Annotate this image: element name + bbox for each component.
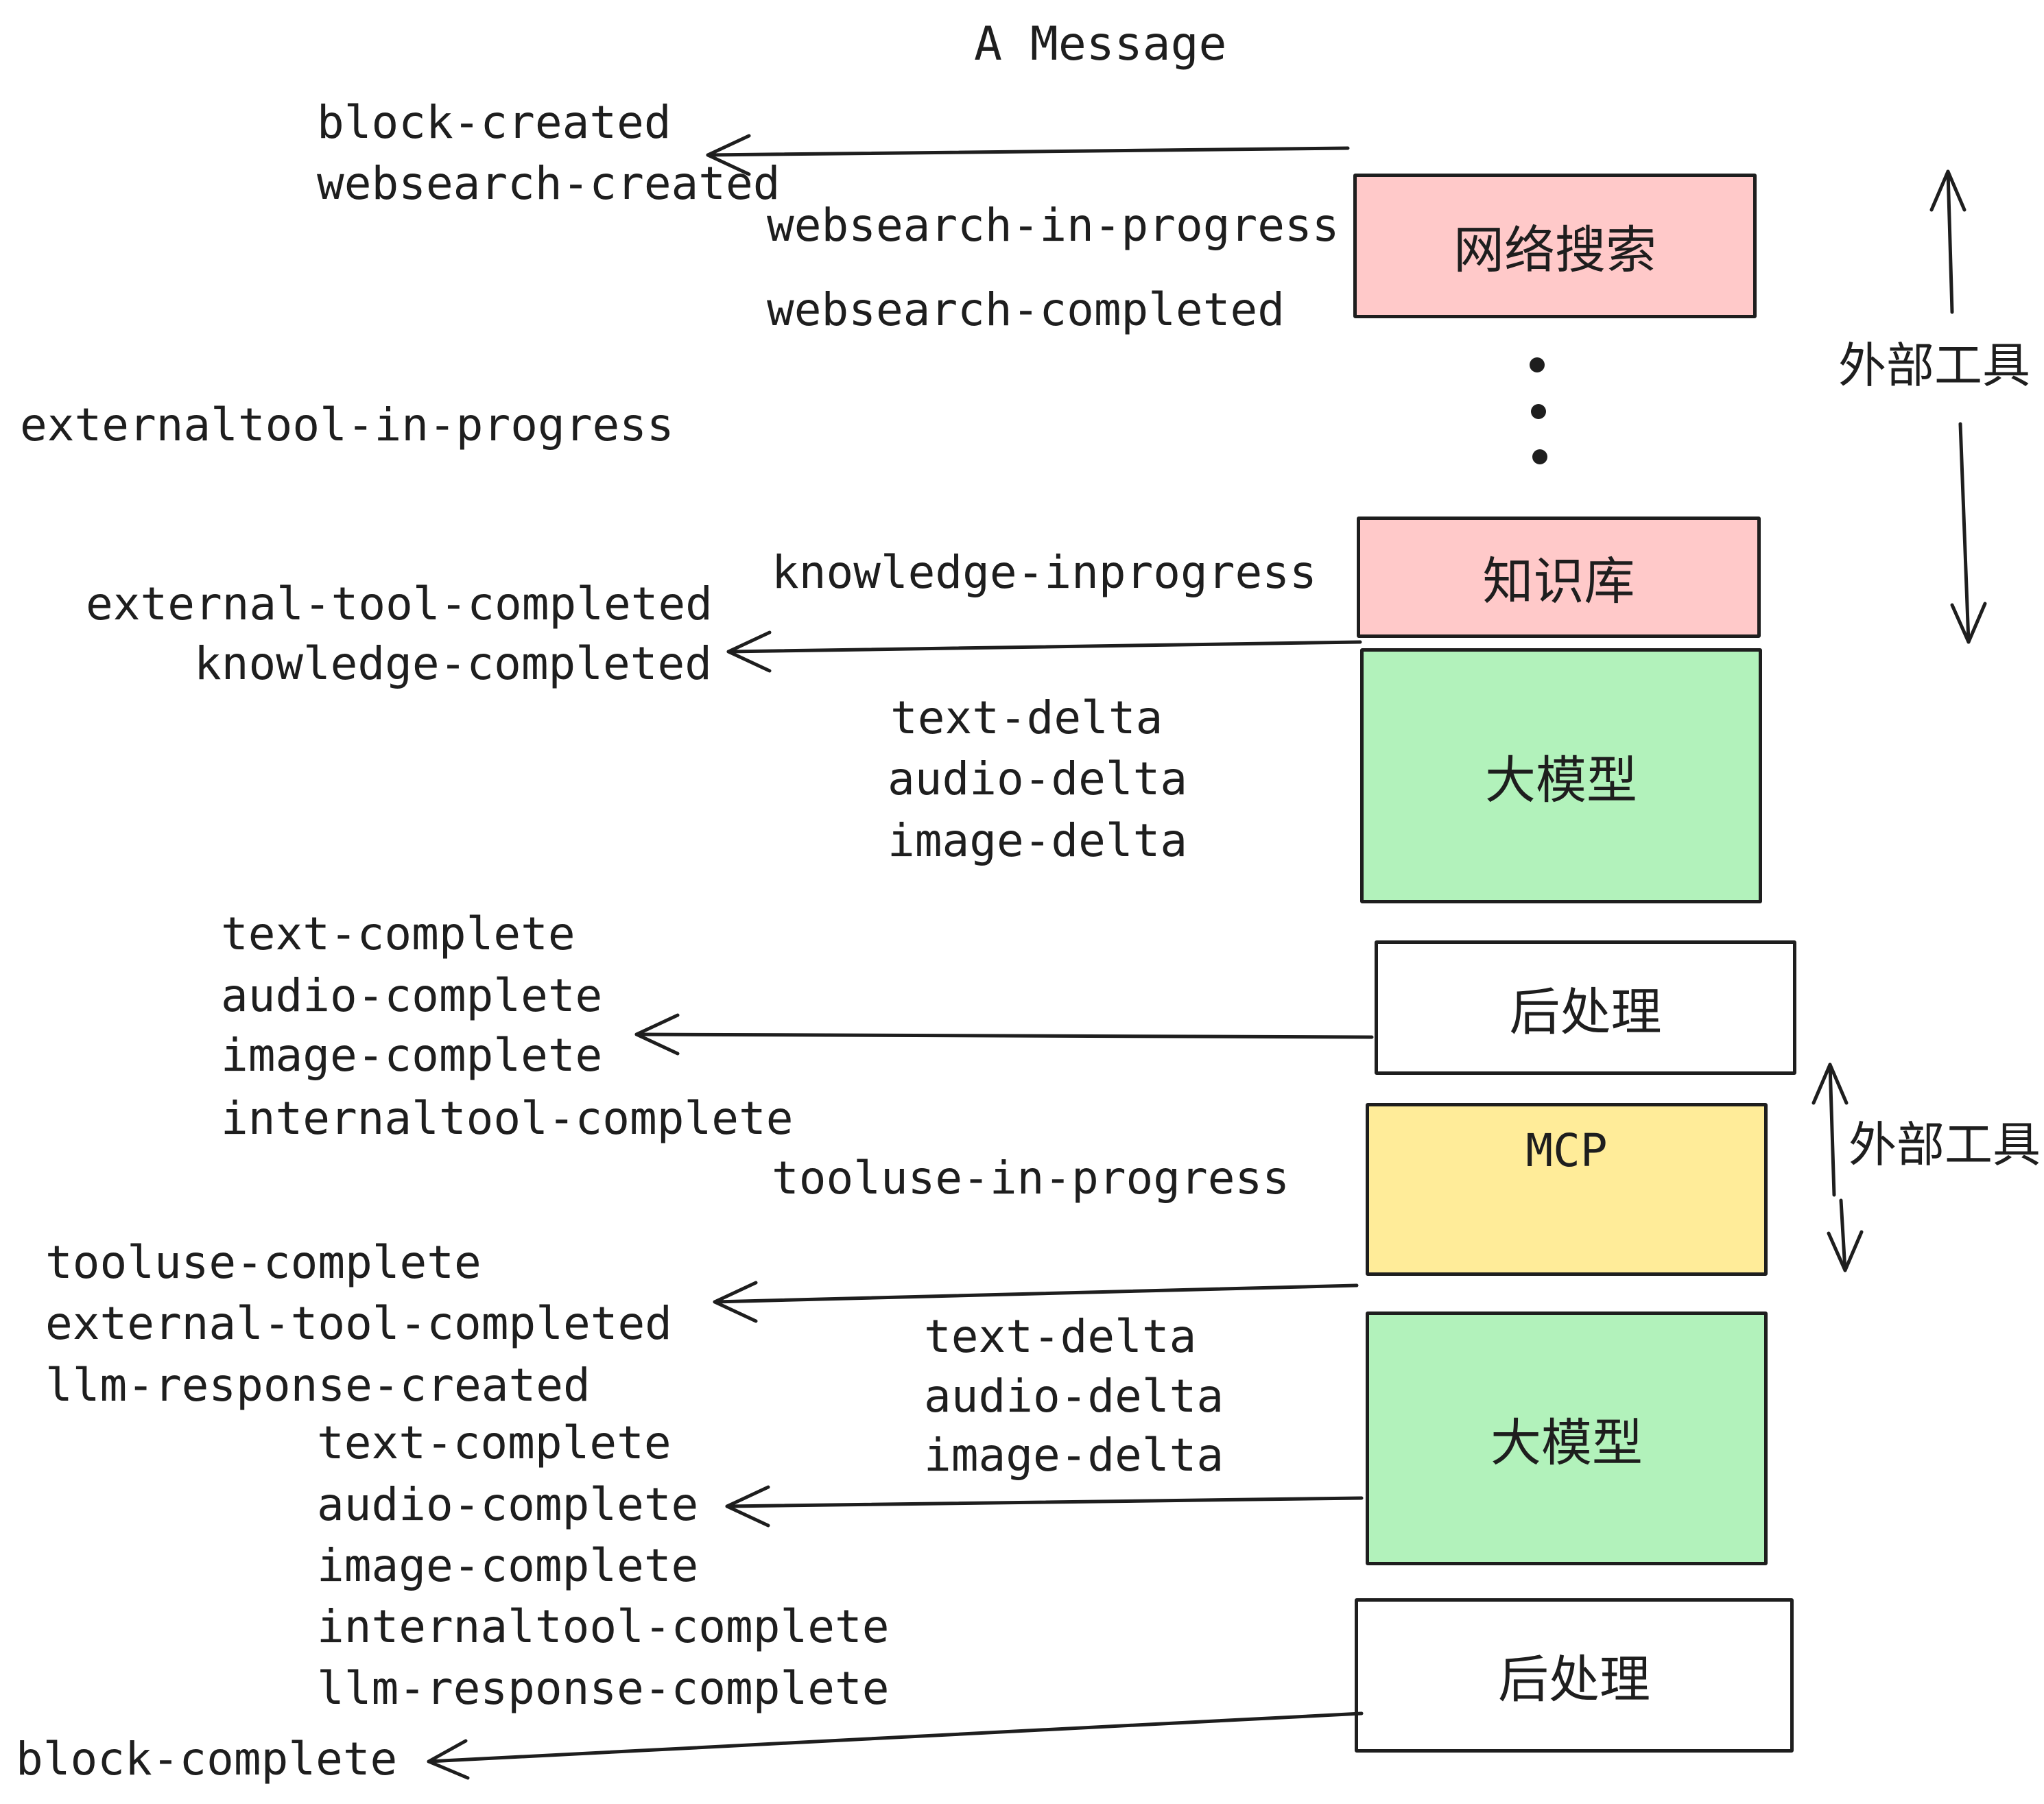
event-image-delta: image-delta [888,814,1188,867]
event-websearch-completed: websearch-completed [767,283,1285,336]
event-external-tool-completed: external-tool-completed [86,578,713,630]
arrow-external-tools-up-2 [1811,1063,1849,1197]
arrow-external-tools-down-2 [1827,1198,1864,1272]
box-knowledge: 知识库 [1357,517,1761,638]
event-websearch-created: websearch-created [317,157,781,210]
arrow-internal-complete-1 [634,1013,1374,1056]
box-post-processing-2: 后处理 [1355,1598,1794,1753]
arrow-websearch-created [706,134,1350,176]
box-knowledge-label: 知识库 [1482,553,1635,610]
box-post-processing-1-label: 后处理 [1509,983,1662,1041]
arrow-block-complete [427,1711,1364,1780]
box-llm-1: 大模型 [1360,648,1762,903]
arrow-external-tools-down-1 [1950,422,1987,644]
arrow-knowledge-completed [726,630,1362,673]
event-tooluse-in-progress: tooluse-in-progress [772,1152,1290,1204]
event-audio-delta: audio-delta [888,752,1188,805]
event-knowledge-completed: knowledge-completed [194,637,712,690]
box-post-processing-1: 后处理 [1375,940,1796,1075]
event-externaltool-in-progress: externaltool-in-progress [20,399,674,451]
event-audio-complete-2: audio-complete [317,1478,699,1531]
event-block-complete: block-complete [16,1733,398,1785]
event-audio-delta-2: audio-delta [924,1370,1224,1423]
event-image-complete-2: image-complete [317,1539,699,1592]
event-audio-complete: audio-complete [221,969,603,1022]
event-text-delta-2: text-delta [924,1310,1197,1363]
box-post-processing-2-label: 后处理 [1498,1651,1650,1708]
arrow-llm-response-complete [725,1485,1364,1528]
event-websearch-in-progress: websearch-in-progress [767,199,1340,252]
event-block-created: block-created [317,96,672,149]
arrow-external-tools-up-1 [1929,169,1966,314]
event-image-delta-2: image-delta [924,1429,1224,1482]
event-llm-response-complete: llm-response-complete [317,1662,890,1715]
event-text-delta: text-delta [890,691,1163,744]
box-llm-2: 大模型 [1366,1312,1768,1565]
box-mcp-label: MCP [1525,1124,1608,1177]
ellipsis-dots [1530,357,1547,464]
box-mcp: MCP [1366,1103,1768,1276]
side-label-external-tools-top: 外部工具 [1838,339,2030,392]
event-llm-response-created: llm-response-created [45,1359,591,1412]
diagram-title: A Message [974,17,1227,71]
event-knowledge-inprogress: knowledge-inprogress [772,546,1317,599]
side-label-external-tools-bottom: 外部工具 [1849,1118,2041,1172]
box-websearch-label: 网络搜索 [1453,222,1656,278]
event-image-complete: image-complete [221,1029,603,1082]
event-text-complete-2: text-complete [317,1416,672,1469]
event-internaltool-complete-2: internaltool-complete [317,1600,890,1653]
event-external-tool-completed-2: external-tool-completed [45,1297,672,1350]
box-llm-2-label: 大模型 [1490,1414,1643,1471]
event-tooluse-complete: tooluse-complete [45,1236,482,1289]
event-text-complete: text-complete [221,907,575,960]
box-websearch: 网络搜索 [1353,174,1757,318]
event-internaltool-complete: internaltool-complete [221,1092,794,1145]
box-llm-1-label: 大模型 [1485,751,1637,809]
